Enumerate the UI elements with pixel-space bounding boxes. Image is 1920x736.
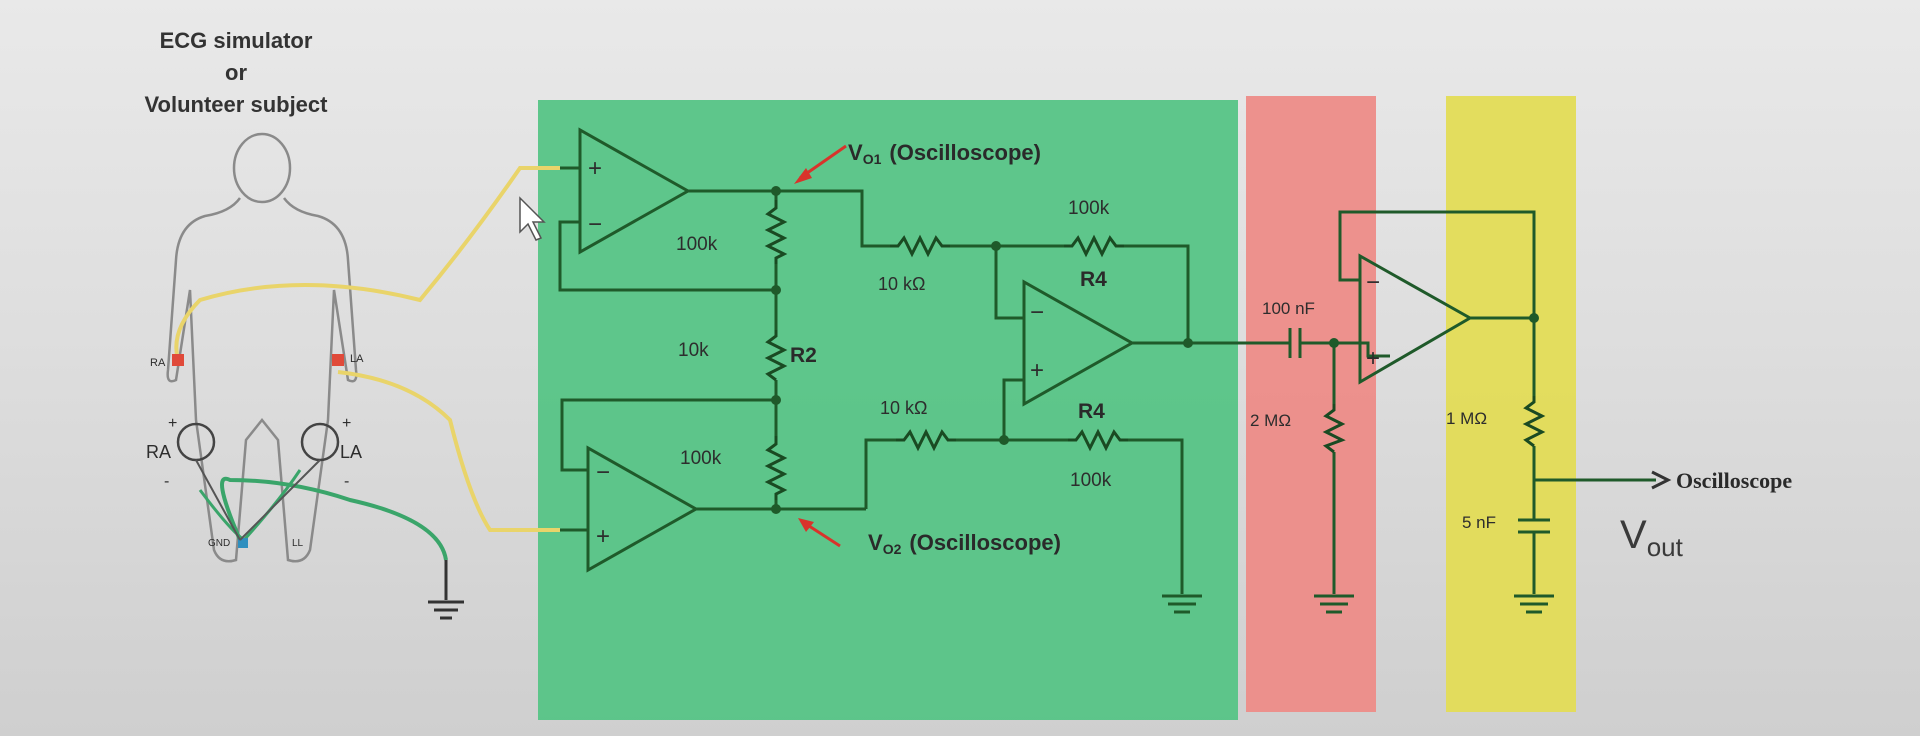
lowpass-wires: [1338, 210, 1656, 594]
junction-diff-non: [999, 435, 1009, 445]
junction-buffer-out: [1529, 313, 1539, 323]
source-title-line3: Volunteer subject: [145, 92, 329, 117]
ra-source-symbol: [176, 422, 216, 462]
instrumentation-amp-block: [538, 100, 1238, 720]
vout-label: Vout: [1620, 513, 1684, 562]
gnd-electrode: [238, 538, 248, 548]
junction-diff-inv: [991, 241, 1001, 251]
svg-text:−: −: [588, 211, 602, 238]
lowpass-filter-block: [1446, 96, 1576, 712]
label-cap-100nf: 100 nF: [1262, 299, 1315, 318]
ll-electrode-tag: LL: [292, 538, 304, 549]
label-r-bot: 100k: [680, 448, 722, 469]
resistor-2m: [1322, 404, 1346, 454]
la-source-symbol: [300, 422, 340, 462]
svg-text:+: +: [1366, 345, 1380, 372]
mouse-cursor-icon: [519, 196, 546, 241]
opamp-1: + −: [578, 127, 692, 255]
resistor-10k-in-top: [890, 234, 950, 258]
svg-text:−: −: [596, 459, 610, 486]
junction-r2-top: [771, 285, 781, 295]
label-r4-top-val: 100k: [1068, 198, 1110, 219]
ra-source-label: RA: [146, 442, 171, 462]
la-source-label: LA: [340, 442, 362, 462]
svg-text:+: +: [1030, 357, 1044, 384]
human-body-icon: [166, 132, 358, 563]
source-title-line2: or: [225, 60, 247, 85]
junction-diff-out: [1183, 338, 1193, 348]
ra-lead-wire: [174, 166, 560, 361]
svg-text:−: −: [1366, 269, 1380, 296]
label-r-mid: 10k: [678, 340, 709, 361]
opamp-2: − +: [586, 445, 700, 573]
ground-symbol-lowpass: [1514, 594, 1554, 614]
junction-highpass: [1329, 338, 1339, 348]
vo1-arrow-head: [794, 168, 812, 184]
la-lead-wire: [337, 370, 560, 532]
resistor-10k-in-bottom: [896, 428, 956, 452]
resistor-r4-feedback: [1064, 234, 1124, 258]
label-r-top: 100k: [676, 234, 718, 255]
resistor-1m: [1522, 396, 1546, 448]
label-r2: R2: [790, 344, 817, 367]
ra-source-minus: -: [164, 473, 169, 490]
source-title-line1: ECG simulator: [160, 28, 313, 53]
ground-symbol-diff: [1162, 594, 1202, 614]
gnd-electrode-tag: GND: [208, 538, 230, 549]
opamp-4: − +: [1358, 253, 1474, 385]
vo2-arrow: [805, 522, 841, 548]
capacitor-5nf: [1518, 518, 1550, 534]
vo2-arrow-head: [798, 518, 814, 532]
vo2-label: VO2(Oscilloscope): [868, 530, 1061, 557]
la-source-plus: +: [342, 415, 351, 432]
junction-r2-bot: [771, 395, 781, 405]
vo1-label: VO1(Oscilloscope): [848, 140, 1041, 167]
junction-vo2: [771, 504, 781, 514]
ra-electrode-tag: RA: [150, 357, 166, 369]
label-r4-top-name: R4: [1080, 268, 1107, 291]
ground-symbol-left: [428, 560, 464, 620]
la-source-minus: -: [344, 473, 349, 490]
junction-vo1: [771, 186, 781, 196]
label-r-in-bot: 10 kΩ: [880, 398, 927, 418]
la-electrode-tag: LA: [350, 353, 364, 365]
ground-symbol-highpass: [1314, 594, 1354, 614]
ground-lead-wire: [220, 476, 448, 561]
resistor-r4-ground: [1068, 428, 1128, 452]
label-cap-5nf: 5 nF: [1462, 513, 1496, 532]
label-res-2m: 2 MΩ: [1250, 411, 1291, 430]
source-wires: [195, 459, 321, 541]
resistor-100k-bottom: [764, 436, 788, 500]
ra-electrode: [172, 354, 184, 366]
svg-text:+: +: [596, 523, 610, 550]
label-r-in-top: 10 kΩ: [878, 274, 925, 294]
svg-text:−: −: [1030, 299, 1044, 326]
resistor-100k-top: [764, 200, 788, 264]
svg-text:+: +: [588, 155, 602, 182]
opamp-3: − +: [1022, 279, 1136, 407]
highpass-filter-block: [1246, 96, 1376, 712]
resistor-r2: [764, 330, 788, 382]
output-arrow-icon: [1651, 470, 1672, 490]
la-electrode: [332, 354, 344, 366]
label-r4-bot-name: R4: [1078, 400, 1105, 423]
label-res-1m: 1 MΩ: [1446, 409, 1487, 428]
output-oscilloscope-label: Oscilloscope: [1676, 468, 1792, 493]
ra-source-plus: +: [168, 415, 177, 432]
label-r4-bot-val: 100k: [1070, 470, 1112, 491]
capacitor-100nf: [1288, 328, 1302, 358]
